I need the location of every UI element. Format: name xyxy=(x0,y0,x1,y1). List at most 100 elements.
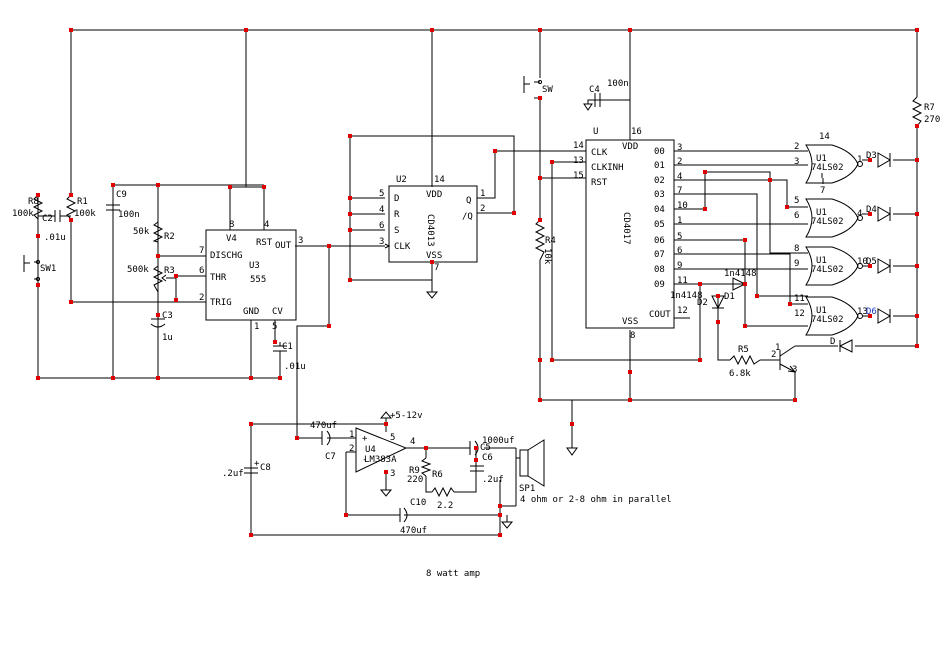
u-part: CD4017 xyxy=(621,212,631,245)
u-pin-15: 15 xyxy=(573,171,584,181)
r4-label: R4 xyxy=(545,236,556,246)
junction-dot xyxy=(278,376,282,380)
amp-minus: - xyxy=(362,455,367,465)
amplifier-lm383a: + - U4 LM383A 1 2 5 3 4 +5-12v 470uf C7 … xyxy=(222,411,672,579)
u2-pin-label-clk: CLK xyxy=(394,242,411,252)
amp-title: 8 watt amp xyxy=(426,569,480,579)
u4-pin-3: 3 xyxy=(390,469,395,479)
u-output-label-01: 01 xyxy=(654,161,665,171)
u-output-pin-06: 5 xyxy=(677,232,682,242)
junction-dot xyxy=(538,96,542,100)
junction-dot xyxy=(768,178,772,182)
u3-pin-label-v4: V4 xyxy=(226,234,237,244)
junction-dot xyxy=(868,158,872,162)
r9-value: 220 xyxy=(407,475,423,485)
junction-dot xyxy=(743,238,747,242)
junction-dot xyxy=(493,149,497,153)
junction-dot xyxy=(69,28,73,32)
led-d4-label: D4 xyxy=(866,205,877,215)
u-output-label-03: 03 xyxy=(654,190,665,200)
r2-value: 50k xyxy=(133,227,150,237)
junction-dot xyxy=(703,207,707,211)
u2-pin-label-d: D xyxy=(394,194,399,204)
d2-label: D2 xyxy=(697,298,708,308)
junction-dot xyxy=(743,282,747,286)
u2-pin-3: 3 xyxy=(379,237,384,247)
junction-dot xyxy=(156,313,160,317)
r9-label: R9 xyxy=(409,466,420,476)
u2-pin-label-qn: /Q xyxy=(462,212,473,222)
junction-dot xyxy=(249,422,253,426)
junction-dot xyxy=(348,196,352,200)
gate-pin-a: 5 xyxy=(794,196,799,206)
junction-dot xyxy=(348,228,352,232)
junction-dot xyxy=(538,398,542,402)
gate-part: 74LS02 xyxy=(811,163,844,173)
u2-pin-label-q: Q xyxy=(466,196,471,206)
capacitor-c4 xyxy=(587,93,630,107)
u3-pin-label-dischg: DISCHG xyxy=(210,251,243,261)
u3-pin-1: 1 xyxy=(254,322,259,332)
u2-pin-7: 7 xyxy=(434,263,439,273)
u4-pin-1: 1 xyxy=(349,430,354,440)
junction-dot xyxy=(36,283,40,287)
junction-dot xyxy=(915,28,919,32)
junction-dot xyxy=(430,260,434,264)
junction-dot xyxy=(538,218,542,222)
led-d-label: D xyxy=(830,337,835,347)
wires xyxy=(37,29,918,536)
r6-value: 2.2 xyxy=(437,501,453,511)
gate-pin-a: 2 xyxy=(794,142,799,152)
speaker-note: 4 ohm or 2-8 ohm in parallel xyxy=(520,495,672,505)
led-d3: D3 xyxy=(866,151,891,168)
u-output-pin-07: 6 xyxy=(677,246,682,256)
u-pin-label-cout: COUT xyxy=(649,310,671,320)
capacitor-c8 xyxy=(244,467,258,474)
timer-555-u3: V4 RST OUT DISCHG U3 THR 555 TRIG GND CV… xyxy=(196,187,303,332)
led-d3-label: D3 xyxy=(866,151,877,161)
u4-ref: U4 xyxy=(365,445,376,455)
junction-dot xyxy=(244,28,248,32)
u3-pin-5: 5 xyxy=(272,322,277,332)
junction-dot xyxy=(915,264,919,268)
c3-label: C3 xyxy=(162,311,173,321)
u-output-label-07: 07 xyxy=(654,250,665,260)
led-d5-label: D5 xyxy=(866,257,877,267)
junction-dot xyxy=(474,446,478,450)
c1-label: C1 xyxy=(282,342,293,352)
gate-pin-out: 10 xyxy=(857,257,868,267)
r5-value: 6.8k xyxy=(729,369,751,379)
c3-value: 1u xyxy=(162,333,173,343)
junction-dot xyxy=(36,376,40,380)
u4-pin-2: 2 xyxy=(349,444,354,454)
u-output-label-02: 02 xyxy=(654,176,665,186)
gate-part: 74LS02 xyxy=(811,217,844,227)
c6-label: C6 xyxy=(482,453,493,463)
junction-dot xyxy=(69,218,73,222)
u2-part: CD4013 xyxy=(425,214,435,247)
junction-dot xyxy=(156,254,160,258)
junction-dot xyxy=(628,28,632,32)
led-d6: D6 xyxy=(866,307,891,324)
u2-pin-6: 6 xyxy=(379,221,384,231)
u2-pin-label-vss: VSS xyxy=(426,251,442,261)
junction-dot xyxy=(295,436,299,440)
junction-dot xyxy=(538,358,542,362)
junction-dot xyxy=(538,176,542,180)
junction-dot xyxy=(474,458,478,462)
junction-dot xyxy=(348,212,352,216)
u3-ref: U3 xyxy=(249,261,260,271)
d1-value: 1n4148 xyxy=(724,269,757,279)
junction-dot xyxy=(111,376,115,380)
c2-label: C2 xyxy=(42,214,53,224)
c5-value: 1000uf xyxy=(482,436,515,446)
u3-pin-label-cv: CV xyxy=(272,307,283,317)
u2-ref: U2 xyxy=(396,175,407,185)
gate-pin-b: 9 xyxy=(794,259,799,269)
u3-pin-label-gnd: GND xyxy=(243,307,259,317)
gate-ref: U1 xyxy=(816,154,827,164)
junction-dot xyxy=(868,212,872,216)
junction-dot xyxy=(915,124,919,128)
